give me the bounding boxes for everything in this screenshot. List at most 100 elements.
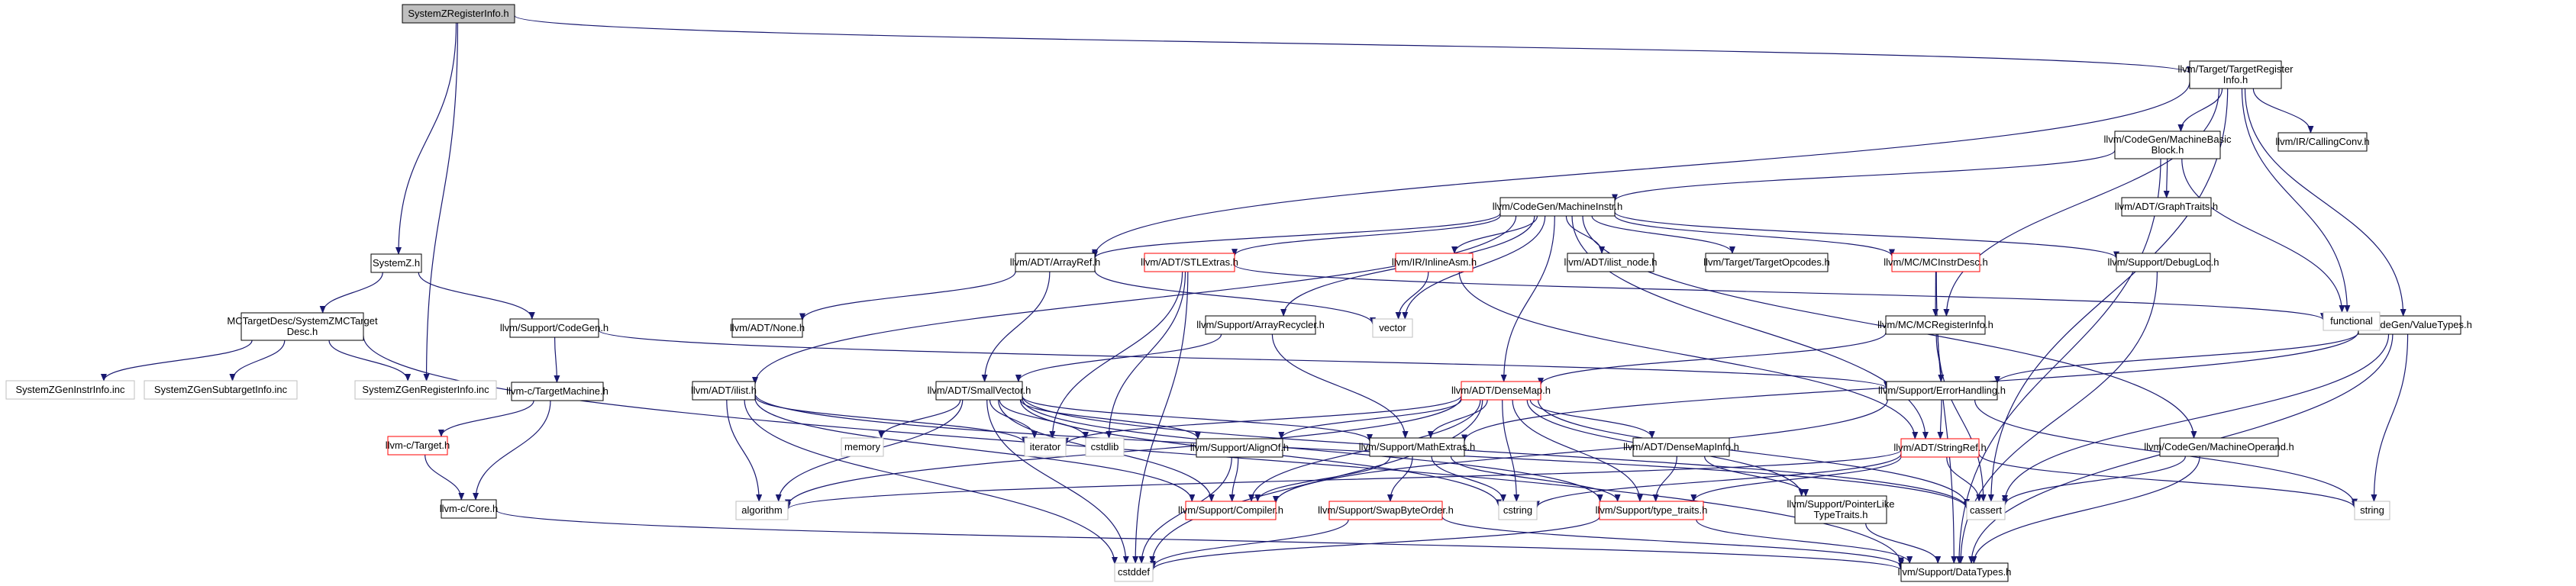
edge-stringref-to-cassert (1946, 456, 1983, 502)
node-label: iterator (1030, 441, 1061, 452)
edge-machineinstr-to-arrayref (1092, 213, 1501, 259)
node-graphtraits[interactable]: llvm/ADT/GraphTraits.h (2115, 197, 2218, 217)
node-label: llvm/Support/CodeGen.h (500, 322, 608, 333)
edge-mctargetdesc-to-geninstr (101, 340, 253, 382)
node-label: llvm/Support/DataTypes.h (1898, 566, 2012, 578)
node-box (441, 499, 497, 519)
edge-mcreginfo-to-errorhandling (1935, 333, 1945, 382)
edge-mbb-to-datatypes (1955, 158, 2161, 564)
edge-type_traits-to-cstddef (1150, 516, 1600, 572)
node-cstring: cstring (1498, 501, 1538, 520)
node-systemz[interactable]: SystemZ.h (370, 253, 422, 273)
node-errorhandling[interactable]: llvm/Support/ErrorHandling.h (1878, 381, 2006, 401)
node-none[interactable]: llvm/ADT/None.h (730, 318, 805, 338)
edge-ilist-to-iterator (754, 396, 1028, 445)
edge-arrayrecycler-to-mathextras (1271, 333, 1409, 439)
edge-machineinstr-to-ilist (752, 215, 1517, 385)
edge-swapbyteorder-to-datatypes (1441, 516, 1904, 568)
node-c_target[interactable]: llvm-c/Target.h (386, 436, 450, 456)
edge-systemz-to-codegen_h (418, 272, 535, 320)
node-cstddef: cstddef (1114, 562, 1154, 582)
edge-ttri-to-functional (2241, 88, 2351, 313)
node-swapbyteorder[interactable]: llvm/Support/SwapByteOrder.h (1318, 501, 1454, 520)
node-inlineasm[interactable]: llvm/IR/InlineAsm.h (1392, 253, 1477, 272)
node-geninstr: SystemZGenInstrInfo.inc (5, 380, 135, 400)
node-mcreginfo[interactable]: llvm/MC/MCRegisterInfo.h (1877, 315, 1993, 335)
edge-valuetypes-to-errorhandling (1994, 332, 2359, 384)
node-box (144, 380, 298, 400)
edge-mctargetdesc-to-gensubtarget (229, 340, 286, 382)
node-smallvector[interactable]: llvm/ADT/SmallVector.h (928, 381, 1031, 401)
node-memory: memory (841, 437, 884, 457)
node-ilist[interactable]: llvm/ADT/ilist.h (691, 381, 757, 401)
node-machineoperand[interactable]: llvm/CodeGen/MachineOperand.h (2144, 437, 2294, 457)
node-type_traits[interactable]: llvm/Support/type_traits.h (1596, 501, 1708, 520)
node-box (1599, 501, 1704, 520)
edge-densemap-to-cassert (1537, 399, 1970, 507)
edge-machineoperand-to-cassert (2002, 456, 2186, 507)
node-box (1966, 501, 2006, 520)
node-box (1114, 562, 1154, 582)
edge-machineoperand-to-datatypes (1971, 456, 2200, 564)
node-box (509, 318, 599, 338)
edge-valuetypes-to-string (2371, 333, 2409, 502)
node-label: cstddef (1118, 566, 1150, 578)
edge-smallvector-to-alignof (1020, 399, 1201, 440)
node-box (1632, 437, 1730, 457)
node-iterator: iterator (1024, 437, 1067, 457)
node-stringref[interactable]: llvm/ADT/StringRef.h (1893, 438, 1987, 458)
node-root[interactable]: SystemZRegisterInfo.h (402, 4, 515, 24)
node-box (1499, 197, 1616, 217)
edge-valuetypes-to-cassert (2002, 333, 2390, 504)
node-compiler[interactable]: llvm/Support/Compiler.h (1178, 501, 1283, 520)
node-mathextras[interactable]: llvm/Support/MathExtras.h (1359, 437, 1475, 457)
node-mcinstrdesc[interactable]: llvm/MC/MCInstrDesc.h (1884, 253, 1988, 272)
node-targetopcodes[interactable]: llvm/Target/TargetOpcodes.h (1703, 253, 1830, 272)
node-box (1369, 437, 1465, 457)
edge-mbb-to-machineinstr (1612, 150, 2116, 202)
node-label: llvm/ADT/ilist_node.h (1564, 256, 1657, 268)
node-box (354, 380, 497, 400)
node-box (2354, 501, 2390, 520)
node-functional: functional (2323, 311, 2381, 331)
node-densemap[interactable]: llvm/ADT/DenseMap.h (1451, 381, 1551, 401)
node-label: llvm/ADT/DenseMap.h (1451, 385, 1551, 396)
edge-mbb-to-graphtraits (2163, 158, 2170, 198)
edge-machineinstr-to-stlextras (1232, 215, 1501, 257)
node-c_core[interactable]: llvm-c/Core.h (440, 499, 499, 519)
node-callingconv[interactable]: llvm/IR/CallingConv.h (2275, 132, 2370, 152)
node-stlextras[interactable]: llvm/ADT/STLExtras.h (1141, 253, 1238, 272)
node-c_targetmachine[interactable]: llvm-c/TargetMachine.h (506, 382, 608, 401)
node-arrayrecycler[interactable]: llvm/Support/ArrayRecycler.h (1196, 315, 1325, 335)
edge-smallvector-to-cstddef (986, 399, 1129, 564)
edge-smallvector-to-memory (878, 399, 961, 439)
edge-stringref-to-algorithm (785, 449, 1902, 510)
node-box (1498, 501, 1538, 520)
node-arrayref[interactable]: llvm/ADT/ArrayRef.h (1010, 253, 1100, 272)
node-alignof[interactable]: llvm/Support/AlignOf.h (1190, 438, 1289, 458)
node-label: SystemZGenInstrInfo.inc (15, 384, 125, 395)
node-label: llvm-c/Target.h (386, 440, 450, 451)
node-machineinstr[interactable]: llvm/CodeGen/MachineInstr.h (1493, 197, 1623, 217)
node-genreginfo: SystemZGenRegisterInfo.inc (354, 380, 497, 400)
node-ilist_node[interactable]: llvm/ADT/ilist_node.h (1564, 253, 1658, 272)
node-label: llvm/Support/SwapByteOrder.h (1318, 504, 1454, 516)
node-box (735, 501, 789, 520)
node-debugloc[interactable]: llvm/Support/DebugLoc.h (2108, 253, 2219, 272)
node-codegen_h[interactable]: llvm/Support/CodeGen.h (500, 318, 608, 338)
node-label: MCTargetDesc/SystemZMCTarget (227, 315, 378, 327)
edge-mcinstrdesc-to-datatypes (1935, 271, 1958, 564)
node-box (1015, 253, 1096, 272)
node-box (2116, 253, 2211, 272)
node-box (387, 436, 448, 456)
node-box (1461, 381, 1541, 401)
node-label: llvm/Support/PointerLike (1787, 498, 1895, 510)
node-algorithm: algorithm (735, 501, 789, 520)
node-densemapinfo[interactable]: llvm/ADT/DenseMapInfo.h (1623, 437, 1739, 457)
node-datatypes[interactable]: llvm/Support/DataTypes.h (1898, 562, 2012, 582)
node-string: string (2354, 501, 2390, 520)
